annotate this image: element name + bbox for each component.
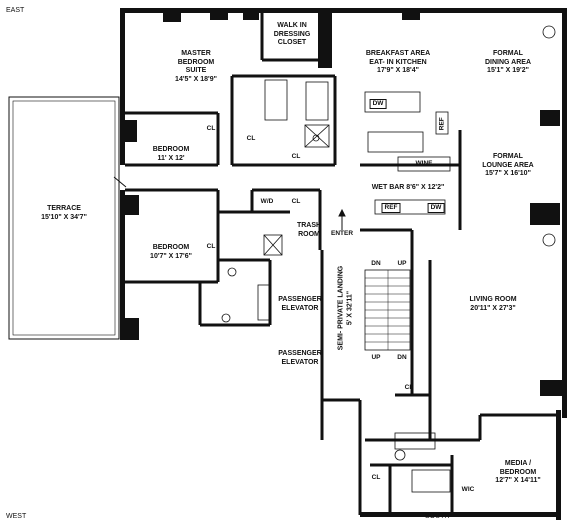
media-east-wall: [556, 410, 561, 520]
walk-in-closet-label: WALK IN DRESSING CLOSET: [273, 22, 311, 46]
terrace-label: TERRACE 15'10" X 34'7": [41, 205, 87, 221]
closet-label-1: CL: [206, 125, 216, 132]
stairs-up-label-2: UP: [371, 354, 381, 361]
column-east-2: [530, 203, 560, 225]
column-east-1: [540, 110, 560, 126]
trash-room-label: TRASH ROOM: [296, 222, 322, 238]
east-wall: [562, 8, 567, 418]
column-west-3: [125, 318, 139, 340]
column-north-3: [243, 8, 259, 20]
closet-label-7: CL: [371, 474, 381, 481]
column-west-2: [125, 195, 139, 215]
semi-private-landing-label: SEMI- PRIVATE LANDING 5' X 32'11": [337, 265, 354, 351]
column-north-1: [163, 8, 181, 22]
north-wall: [120, 8, 564, 13]
bedroom-2-label: BEDROOM 10'7" X 17'6": [150, 244, 192, 260]
dishwasher-label-2: DW: [427, 203, 445, 213]
closet-label-3: CL: [291, 153, 301, 160]
passenger-elevator-2-label: PASSENGER ELEVATOR: [278, 350, 322, 366]
column-north-2: [210, 8, 228, 20]
breakfast-area-label: BREAKFAST AREA EAT- IN KITCHEN 17'9" X 1…: [365, 50, 431, 74]
stairs-up-label-1: UP: [397, 260, 407, 267]
bedroom-1-label: BEDROOM 11' X 12': [152, 146, 190, 162]
column-north-5: [402, 8, 420, 20]
closet-label-2: CL: [246, 135, 256, 142]
west-wall-lower: [120, 190, 125, 340]
compass-west: WEST: [6, 513, 27, 520]
south-wall-right: [360, 512, 560, 517]
west-wall-upper: [120, 8, 125, 165]
dishwasher-label-1: DW: [369, 99, 387, 109]
formal-lounge-label: FORMAL LOUNGE AREA 15'7" X 16'10": [482, 153, 534, 177]
terrace-door-hinge: [113, 176, 127, 188]
column-east-3: [540, 380, 562, 396]
living-room-label: LIVING ROOM 20'11" X 27'3": [469, 296, 517, 312]
wet-bar-label: WET BAR 8'6" X 12'2": [371, 184, 445, 191]
stairs-down-label-2: DN: [397, 354, 407, 361]
compass-east: EAST: [6, 7, 25, 14]
column-west-1: [125, 120, 137, 142]
closet-label-6: CL: [404, 384, 414, 391]
terrace-inner-outline: [12, 100, 116, 336]
washer-dryer-label: W/D: [260, 198, 274, 205]
formal-dining-label: FORMAL DINING AREA 15'1" X 19'2": [484, 50, 532, 74]
passenger-elevator-1-label: PASSENGER ELEVATOR: [278, 296, 322, 312]
refrigerator-label-1: REF: [381, 203, 401, 213]
master-bedroom-label: MASTER BEDROOM SUITE 14'5" X 18'9": [175, 50, 217, 83]
stairs-down-label-1: DN: [371, 260, 381, 267]
compass-south: SOUTH: [425, 513, 450, 520]
column-north-4: [318, 8, 332, 68]
walk-in-closet-small-label: WIC: [461, 486, 475, 493]
closet-label-5: CL: [291, 198, 301, 205]
refrigerator-label-2: REF: [438, 117, 446, 131]
media-bedroom-label: MEDIA / BEDROOM 12'7" X 14'11": [495, 460, 541, 484]
terrace-outline: [8, 96, 120, 340]
enter-label: ENTER: [330, 230, 354, 237]
closet-label-4: CL: [206, 243, 216, 250]
wine-label: WINE: [415, 160, 433, 167]
